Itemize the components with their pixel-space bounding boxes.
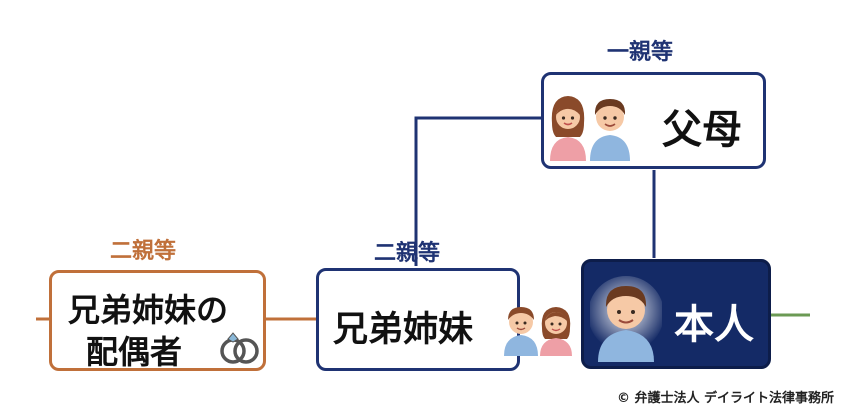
- siblings-label: 兄弟姉妹: [333, 310, 474, 350]
- parents-box: 父母: [541, 72, 766, 169]
- degree-label-parents: 一親等: [607, 40, 674, 65]
- line-siblings-parents: [414, 116, 541, 266]
- self-label: 本人: [674, 302, 754, 348]
- sibling-boy-icon: [504, 307, 538, 356]
- siblings-box: 兄弟姉妹: [316, 268, 520, 371]
- sibling-spouse-label-line2: 配偶者: [86, 333, 183, 371]
- father-icon: [590, 99, 630, 161]
- wedding-rings-icon: [220, 332, 259, 364]
- sibling-spouse-box: 兄弟姉妹の 配偶者: [49, 270, 266, 371]
- degree-label-sibling-spouse: 二親等: [110, 239, 177, 264]
- parents-label: 父母: [662, 107, 742, 153]
- sibling-spouse-label-line1: 兄弟姉妹の: [68, 291, 229, 329]
- degree-label-siblings: 二親等: [374, 241, 441, 266]
- sibling-girl-icon: [540, 307, 572, 356]
- self-box: 本人: [581, 259, 771, 369]
- mother-icon: [550, 96, 586, 161]
- self-boy-icon: [590, 276, 662, 362]
- copyright-credit: © 弁護士法人 デイライト法律事務所: [616, 391, 834, 406]
